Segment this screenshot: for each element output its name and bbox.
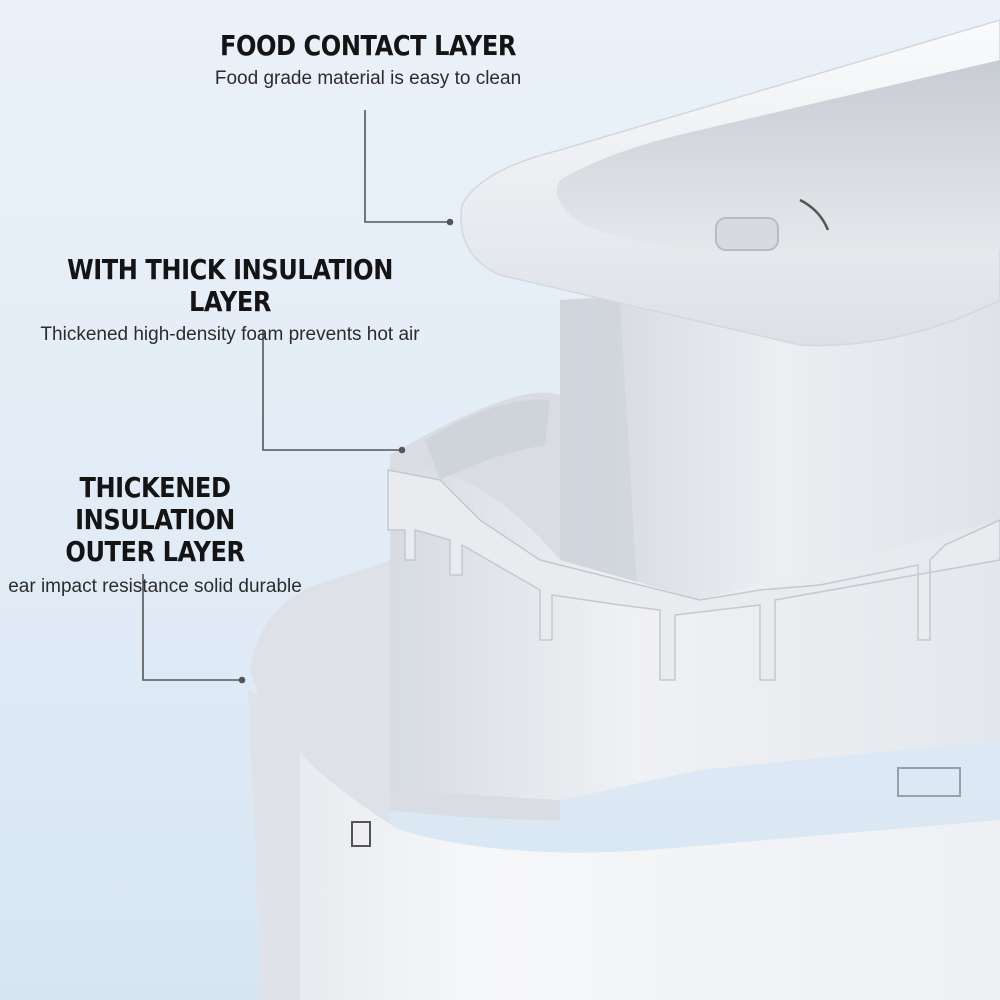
callout-title-line-2: OUTER LAYER: [65, 535, 245, 568]
callout-title: WITH THICK INSULATION LAYER: [67, 253, 393, 318]
leader-line-food-contact: [364, 110, 448, 223]
food-contact-lid: [460, 19, 1000, 347]
callout-subtitle: Thickened high-density foam prevents hot…: [40, 324, 420, 345]
leader-dot-food-contact: [446, 218, 454, 226]
callout-subtitle: ear impact resistance solid durable: [8, 576, 302, 597]
leader-line-thick-insulation: [262, 330, 400, 451]
leader-dot-outer-layer: [238, 676, 246, 684]
callout-title-line-1: THICKENED INSULATION: [75, 471, 235, 536]
callout-thick-insulation-layer: WITH THICK INSULATION LAYER Thickened hi…: [10, 254, 450, 346]
callout-outer-layer: THICKENED INSULATION OUTER LAYER ear imp…: [0, 472, 320, 598]
callout-food-contact-layer: FOOD CONTACT LAYER Food grade material i…: [168, 30, 568, 90]
foam-insulation-layer: [387, 392, 1000, 820]
callout-subtitle: Food grade material is easy to clean: [214, 68, 522, 89]
outer-shell: [248, 560, 1000, 1000]
callout-title: FOOD CONTACT LAYER: [219, 29, 517, 62]
leader-dot-thick-insulation: [398, 446, 406, 454]
leader-lines: [142, 110, 454, 684]
leader-line-outer-layer: [142, 574, 240, 681]
inner-container: [560, 270, 1000, 640]
